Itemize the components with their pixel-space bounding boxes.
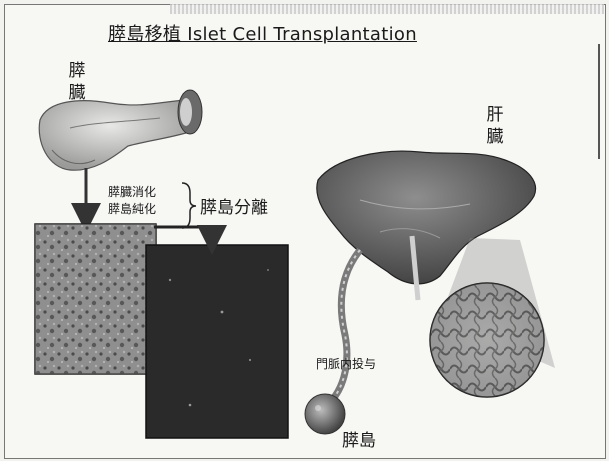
portal-vein [332, 250, 360, 400]
label-portal-vein-injection: 門脈内投与 [316, 357, 376, 372]
label-pancreas: 膵臓 [66, 60, 88, 104]
pancreas-illustration [39, 90, 202, 170]
label-liver: 肝臓 [484, 104, 506, 148]
brace [182, 183, 196, 228]
label-digestion: 膵臓消化 [108, 185, 156, 200]
label-purification: 膵島純化 [108, 202, 156, 217]
islet-cluster [305, 394, 345, 434]
label-islet-isolation: 膵島分離 [200, 193, 268, 218]
arrow-bent [154, 227, 212, 240]
purified-islets-image [146, 245, 288, 438]
label-islets: 膵島 [342, 426, 376, 451]
